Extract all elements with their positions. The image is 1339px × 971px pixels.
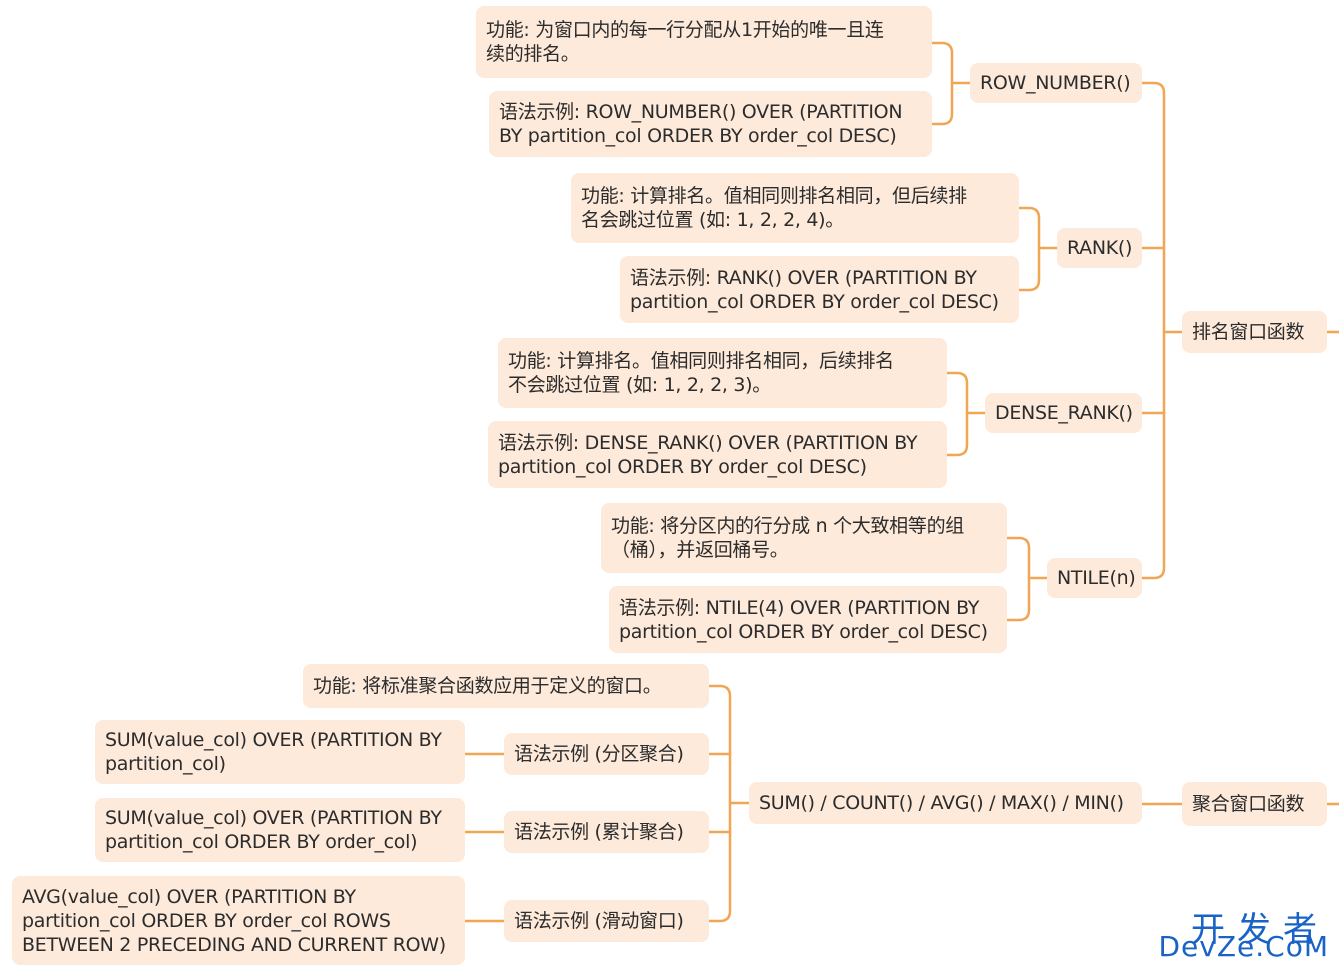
ntile-function-note: 功能: 将分区内的行分成 n 个大致相等的组 （桶），并返回桶号。 xyxy=(601,503,1007,573)
aggregate-function-note: 功能: 将标准聚合函数应用于定义的窗口。 xyxy=(303,664,709,708)
dense-rank-syntax-note: 语法示例: DENSE_RANK() OVER (PARTITION BY pa… xyxy=(488,421,947,488)
dense-rank-function-note: 功能: 计算排名。值相同则排名相同，后续排名 不会跳过位置 (如: 1, 2, … xyxy=(498,338,947,408)
rank-function-note: 功能: 计算排名。值相同则排名相同，但后续排 名会跳过位置 (如: 1, 2, … xyxy=(571,173,1019,243)
rank-spine xyxy=(1017,206,1041,292)
aggregate-functions-node: SUM() / COUNT() / AVG() / MAX() / MIN() xyxy=(749,782,1142,824)
cumulative-aggregate-example: 语法示例 (累计聚合) xyxy=(504,811,709,853)
category-aggregate-window-functions: 聚合窗口函数 xyxy=(1182,782,1327,826)
agg-spine xyxy=(707,684,732,923)
row-number-node: ROW_NUMBER() xyxy=(970,63,1142,103)
cumulative-aggregate-code: SUM(value_col) OVER (PARTITION BY partit… xyxy=(95,798,465,862)
dense-rank-node: DENSE_RANK() xyxy=(985,393,1142,433)
ntile-node: NTILE(n) xyxy=(1047,558,1142,598)
row-number-syntax-note: 语法示例: ROW_NUMBER() OVER (PARTITION BY pa… xyxy=(489,91,932,157)
rank-category-spine xyxy=(1140,81,1166,580)
watermark-english: DevZe.CoM xyxy=(1158,930,1329,963)
ntile-syntax-note: 语法示例: NTILE(4) OVER (PARTITION BY partit… xyxy=(609,586,1007,653)
row-number-function-note: 功能: 为窗口内的每一行分配从1开始的唯一且连 续的排名。 xyxy=(476,6,932,78)
partition-aggregate-code: SUM(value_col) OVER (PARTITION BY partit… xyxy=(95,720,465,784)
sliding-window-example: 语法示例 (滑动窗口) xyxy=(504,900,709,942)
sliding-window-code: AVG(value_col) OVER (PARTITION BY partit… xyxy=(12,876,465,965)
dense-spine xyxy=(945,371,969,457)
partition-aggregate-example: 语法示例 (分区聚合) xyxy=(504,733,709,775)
watermark-chinese: 开发者 xyxy=(1191,910,1329,950)
rank-syntax-note: 语法示例: RANK() OVER (PARTITION BY partitio… xyxy=(620,256,1019,323)
rownum-spine xyxy=(930,41,954,126)
category-ranking-window-functions: 排名窗口函数 xyxy=(1182,311,1327,353)
rank-node: RANK() xyxy=(1057,228,1142,268)
ntile-spine xyxy=(1005,536,1031,622)
